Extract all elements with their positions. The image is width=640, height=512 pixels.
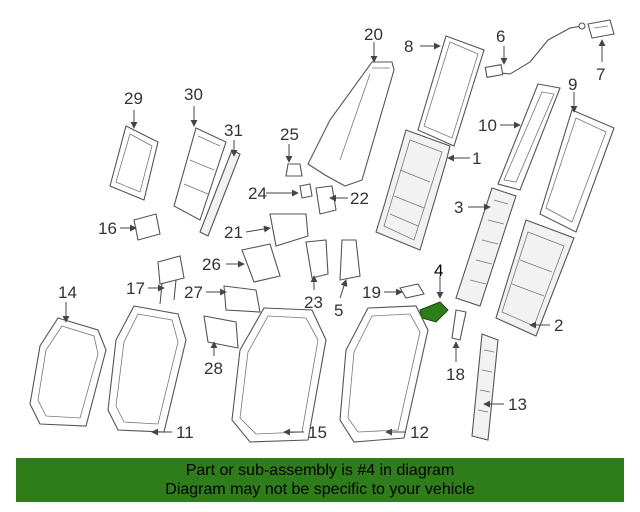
- callout-12: 12: [410, 423, 429, 442]
- banner-line-2: Diagram may not be specific to your vehi…: [165, 481, 475, 498]
- part-20-side-cover: [307, 61, 395, 187]
- callout-31: 31: [224, 121, 243, 140]
- part-27-pad: [223, 285, 261, 313]
- callout-18: 18: [446, 365, 465, 384]
- callout-15: 15: [308, 423, 327, 442]
- part-8-backrest-panel: [417, 35, 485, 147]
- part-28-pocket: [203, 315, 239, 349]
- callout-26: 26: [202, 255, 221, 274]
- callout-2: 2: [554, 316, 563, 335]
- callout-6: 6: [496, 27, 505, 46]
- part-18-pin: [451, 309, 467, 341]
- part-15-seat-cushion: [231, 307, 327, 443]
- callout-9: 9: [568, 75, 577, 94]
- part-22-bracket: [315, 185, 337, 215]
- callout-21: 21: [224, 223, 243, 242]
- part-6-cable: [491, 25, 583, 75]
- callout-7: 7: [596, 65, 605, 84]
- part-23-bracket: [305, 239, 329, 279]
- part-29-armrest: [109, 125, 159, 201]
- callout-3: 3: [454, 198, 463, 217]
- callout-14: 14: [58, 283, 77, 302]
- part-13-support: [471, 333, 499, 441]
- callout-29: 29: [124, 89, 143, 108]
- callout-5: 5: [334, 301, 343, 320]
- part-19-bracket: [399, 283, 425, 299]
- callout-16: 16: [98, 219, 117, 238]
- part-30-bracket: [173, 127, 227, 221]
- part-5-bracket: [339, 239, 361, 281]
- callout-24: 24: [248, 184, 267, 203]
- part-3-frame: [455, 187, 517, 307]
- callout-1: 1: [472, 149, 481, 168]
- part-1-backrest-frame: [375, 129, 451, 251]
- part-4-highlighted: [419, 301, 449, 323]
- part-14-seat-cushion: [29, 317, 107, 427]
- callout-22: 22: [350, 189, 369, 208]
- callout-13: 13: [508, 395, 527, 414]
- part-24-clip: [299, 183, 313, 199]
- part-10-pad: [497, 83, 561, 191]
- part-12-seat-cushion: [339, 305, 429, 443]
- part-16-headrest: [133, 213, 161, 241]
- callout-27: 27: [184, 283, 203, 302]
- callout-8: 8: [404, 37, 413, 56]
- part-9-rear-panel: [539, 109, 615, 233]
- callout-28: 28: [204, 359, 223, 378]
- part-26-cover: [241, 243, 281, 283]
- info-banner: Part or sub-assembly is #4 in diagram Di…: [16, 458, 624, 502]
- callout-11: 11: [176, 423, 194, 442]
- callout-17: 17: [126, 279, 145, 298]
- callout-25: 25: [280, 125, 299, 144]
- part-21-cover: [269, 213, 309, 247]
- banner-line-1: Part or sub-assembly is #4 in diagram: [185, 462, 455, 479]
- part-25-grommet: [285, 163, 303, 177]
- part-17-headrest: [157, 255, 185, 285]
- callout-20: 20: [364, 25, 383, 44]
- part-2-frame: [495, 219, 575, 337]
- callout-23: 23: [304, 293, 323, 312]
- callout-19: 19: [362, 283, 381, 302]
- callout-30: 30: [184, 85, 203, 104]
- callout-4-highlighted: 4: [434, 261, 443, 280]
- part-11-seat-cushion: [107, 305, 187, 433]
- callout-10: 10: [478, 116, 497, 135]
- part-7-clip: [587, 19, 615, 39]
